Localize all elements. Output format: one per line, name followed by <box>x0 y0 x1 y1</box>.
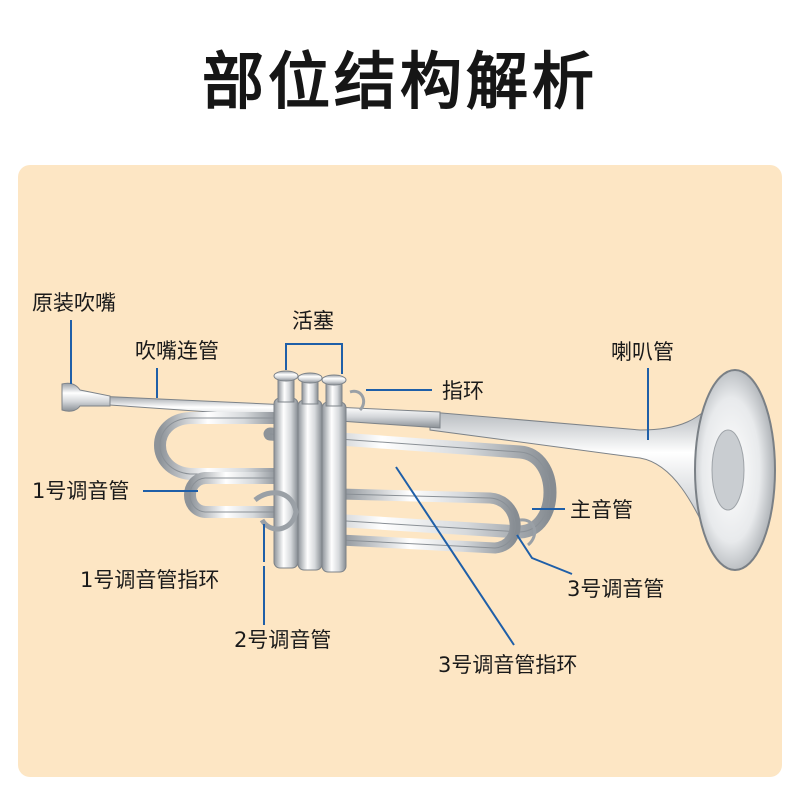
leader-valves <box>285 343 343 374</box>
label-mouthpiece: 原装吹嘴 <box>32 291 116 315</box>
label-slide3: 3号调音管 <box>567 577 665 601</box>
trumpet-body <box>61 369 776 573</box>
leader-lines <box>70 320 649 646</box>
first-slide-ring <box>253 490 299 532</box>
label-finger-ring: 指环 <box>442 379 484 403</box>
valve-casing-3 <box>321 401 347 573</box>
label-slide1-ring: 1号调音管指环 <box>80 568 220 592</box>
valve-casing-2 <box>297 399 323 571</box>
diagram-panel <box>18 165 782 777</box>
front-bow <box>154 412 280 480</box>
label-valves: 活塞 <box>292 309 334 333</box>
label-slide1: 1号调音管 <box>32 479 130 503</box>
page-title: 部位结构解析 <box>201 45 598 118</box>
label-bell: 喇叭管 <box>611 340 674 364</box>
label-slide3-ring: 3号调音管指环 <box>438 653 578 677</box>
label-slide2: 2号调音管 <box>234 628 332 652</box>
label-main-slide: 主音管 <box>570 498 633 522</box>
leader-slide3-ring <box>395 466 515 646</box>
bell-throat <box>711 429 745 511</box>
leader-slide3 <box>516 534 573 575</box>
label-leadpipe: 吹嘴连管 <box>135 339 219 363</box>
valve-casing-1 <box>273 397 299 569</box>
finger-ring-hook <box>349 389 366 412</box>
mouthpiece-shape <box>61 382 111 412</box>
